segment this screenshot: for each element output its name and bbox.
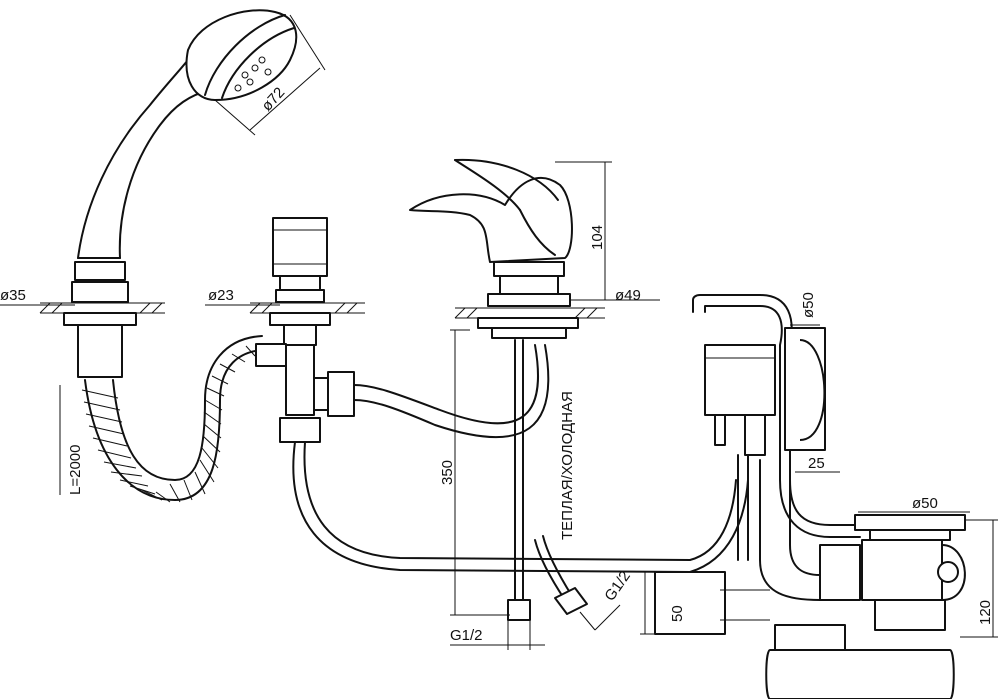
spiral-shower-hose	[81, 335, 263, 503]
dim-d72-label: ø72	[258, 84, 288, 115]
shower-nozzles	[234, 56, 272, 92]
dim-hose-length: L=2000	[59, 385, 84, 495]
dim-g12-right: G1/2	[579, 568, 634, 631]
dim-d49: ø49	[570, 287, 660, 304]
dim-d23-label: ø23	[208, 287, 234, 304]
dim-g12-left-label: G1/2	[450, 627, 483, 644]
dim-w25: 25	[795, 455, 840, 473]
dim-hose-length-label: L=2000	[67, 445, 84, 495]
dim-d35-label: ø35	[0, 287, 26, 304]
dim-d49-label: ø49	[615, 287, 641, 304]
dim-g12-right-label: G1/2	[601, 568, 634, 604]
diverter-body	[255, 343, 355, 443]
dim-d50-top: ø50	[790, 292, 820, 326]
dim-d50-bottom: ø50	[858, 495, 970, 513]
dim-h50-label: 50	[669, 605, 686, 622]
supply-hoses	[353, 339, 588, 621]
dim-h104: 104	[555, 161, 612, 300]
dim-h50: 50	[640, 571, 686, 635]
dim-d50-bottom-label: ø50	[912, 495, 938, 512]
mixer-body	[477, 261, 579, 339]
bath-wall	[692, 294, 861, 538]
diverter-knob	[269, 217, 331, 346]
dim-d50-top-label: ø50	[800, 292, 817, 318]
dim-g12-left: G1/2	[450, 620, 545, 650]
countertop-surface-right	[454, 307, 605, 319]
label-warm-cold: ТЕПЛАЯ/ХОЛОДНАЯ	[559, 391, 576, 540]
dim-h104-label: 104	[589, 225, 606, 250]
overflow-fitting	[704, 327, 826, 561]
mixer-lever	[409, 158, 573, 263]
diverter-to-filler-hose	[292, 441, 749, 573]
dim-d23: ø23	[205, 287, 280, 306]
dim-h350-label: 350	[439, 460, 456, 485]
dim-w25-label: 25	[808, 455, 825, 472]
dim-h350: 350	[439, 329, 510, 616]
dim-h120-label: 120	[977, 600, 994, 625]
dim-d35: ø35	[0, 287, 75, 306]
dim-h120: 120	[960, 519, 998, 638]
drain-pipe	[654, 459, 966, 699]
hand-shower	[63, 9, 298, 378]
